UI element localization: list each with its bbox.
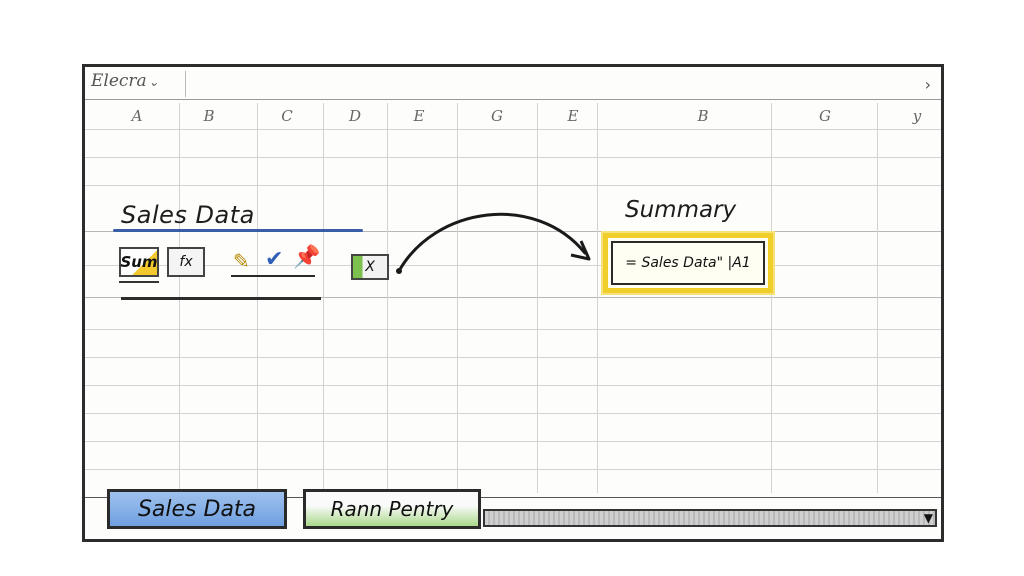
column-header[interactable]: E xyxy=(413,107,425,125)
column-header[interactable]: D xyxy=(348,107,362,125)
chevron-right-icon[interactable]: › xyxy=(924,75,931,94)
summary-formula: = Sales Data" |A1 xyxy=(611,241,765,285)
sheet-tab-bar: Sales Data Rann Pentry ▼ xyxy=(85,489,941,539)
chevron-down-icon[interactable]: ⌄ xyxy=(148,75,159,89)
function-button[interactable]: fx xyxy=(167,247,205,277)
pin-icon[interactable]: 📌 xyxy=(293,245,321,270)
grid-row-line xyxy=(85,231,941,232)
tab-sales-data[interactable]: Sales Data xyxy=(107,489,287,529)
grid-col-line xyxy=(597,103,598,493)
grid-col-line xyxy=(877,103,878,493)
grid-row-line xyxy=(85,329,941,330)
name-box-value: Elecra xyxy=(91,71,147,91)
grid-row-line xyxy=(85,413,941,414)
grid-row-line xyxy=(85,129,941,130)
grid-col-line xyxy=(537,103,538,493)
tab-label: Rann Pentry xyxy=(330,497,454,521)
column-header[interactable]: C xyxy=(281,107,293,125)
column-header[interactable]: y xyxy=(912,107,922,125)
reference-arrow xyxy=(396,212,591,274)
column-header[interactable]: E xyxy=(567,107,579,125)
column-header[interactable]: B xyxy=(697,107,709,125)
grid-col-line xyxy=(387,103,388,493)
function-icon: fx xyxy=(179,254,193,270)
scroll-down-arrow-icon[interactable]: ▼ xyxy=(923,511,933,525)
tab-rann-pentry[interactable]: Rann Pentry xyxy=(303,489,481,529)
column-header[interactable]: G xyxy=(491,107,503,125)
horizontal-scrollbar[interactable]: ▼ xyxy=(483,509,937,527)
grid-row-line xyxy=(85,469,941,470)
excel-button[interactable]: X xyxy=(351,254,389,280)
formula-divider xyxy=(85,99,941,100)
grid-row-line xyxy=(85,185,941,186)
tabbar-divider xyxy=(85,497,941,498)
tool-underline xyxy=(119,281,159,283)
name-box[interactable]: Elecra⌄ xyxy=(91,71,159,91)
grid-row-line xyxy=(85,441,941,442)
grid-row-line xyxy=(85,157,941,158)
formula-bar[interactable]: › xyxy=(185,71,937,97)
column-header[interactable]: B xyxy=(203,107,215,125)
spreadsheet-window: Elecra⌄ › A B C D E G E B G y Sales Data… xyxy=(82,64,944,542)
excel-icon: X xyxy=(365,259,375,275)
grid-row-line xyxy=(85,385,941,386)
checkmark-icon[interactable]: ✔ xyxy=(265,247,284,272)
summary-title: Summary xyxy=(625,197,737,223)
pencil-icon[interactable]: ✎ xyxy=(233,249,250,273)
grid-row-line xyxy=(85,297,941,298)
column-header[interactable]: G xyxy=(819,107,831,125)
icons-underline xyxy=(231,275,315,277)
grid-row-line xyxy=(85,357,941,358)
column-headers: A B C D E G E B G y xyxy=(85,103,941,129)
toolbar-underline xyxy=(121,297,321,300)
grid-row-line xyxy=(85,265,941,266)
sales-title-underline xyxy=(113,229,363,232)
grid-col-line xyxy=(323,103,324,493)
grid-col-line xyxy=(457,103,458,493)
tab-label: Sales Data xyxy=(137,496,257,522)
sales-data-title: Sales Data xyxy=(121,201,255,229)
summary-cell[interactable]: = Sales Data" |A1 xyxy=(603,233,773,293)
grid-col-line xyxy=(771,103,772,493)
column-header[interactable]: A xyxy=(131,107,143,125)
sum-button[interactable]: Sum xyxy=(119,247,159,277)
sum-icon: Sum xyxy=(120,253,158,271)
